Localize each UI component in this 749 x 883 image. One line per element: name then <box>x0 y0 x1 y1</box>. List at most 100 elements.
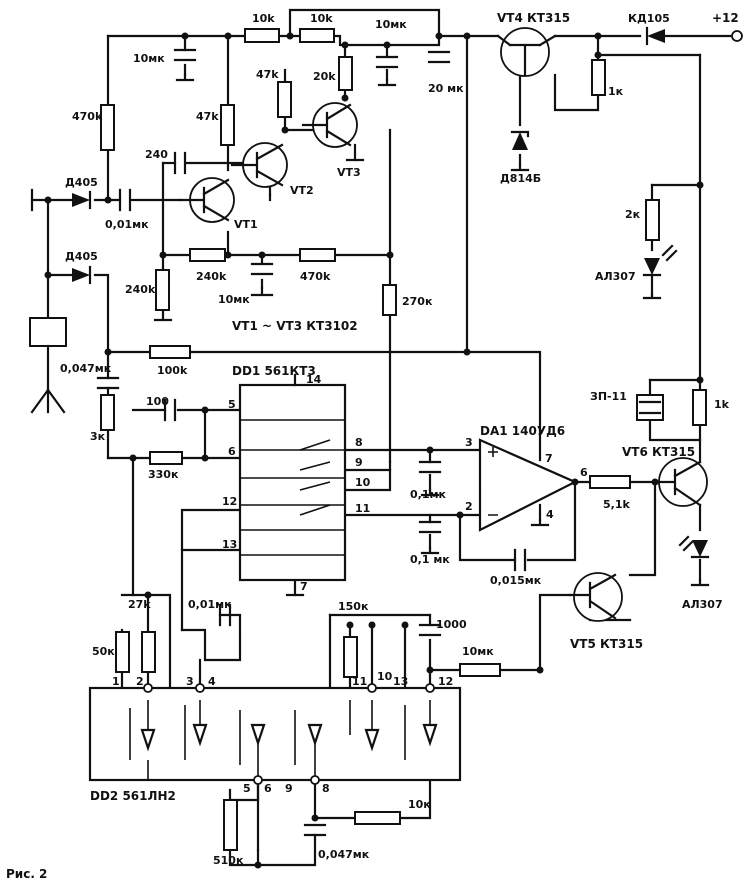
transistor-vt3 <box>301 102 358 148</box>
zener-d814b <box>512 132 528 150</box>
resistor-50k <box>115 631 130 673</box>
da1-pin: 4 <box>546 508 554 521</box>
resistor-1k-top <box>591 59 606 96</box>
cap-10mk-bias <box>250 262 274 276</box>
label-20k: 20k <box>313 70 336 83</box>
diodes <box>72 26 710 559</box>
dd1-pin: 5 <box>228 398 236 411</box>
label-0-1mk-b: 0,1 мк <box>410 553 450 566</box>
da1-pin: 2 <box>465 500 473 513</box>
dd2-pin: 2 <box>136 675 144 688</box>
transistors <box>178 27 708 622</box>
label-0-01mk-dd2: 0,01мк <box>188 598 232 611</box>
cap-1000 <box>418 623 442 637</box>
label-1000: 1000 <box>436 618 467 631</box>
resistor-270k <box>382 284 397 316</box>
label-d405-bottom: Д405 <box>65 250 98 263</box>
da1-pin: 7 <box>545 452 553 465</box>
label-0-1mk-a: 0,1мк <box>410 488 446 501</box>
label-zp11: ЗП-11 <box>590 390 627 403</box>
label-47k-b: 47k <box>256 68 279 81</box>
antenna <box>30 344 66 414</box>
label-d814b: Д814Б <box>500 172 541 185</box>
cap-10mk-left <box>173 48 197 62</box>
label-5-1k: 5,1k <box>603 498 630 511</box>
junctions <box>44 32 704 869</box>
label-vt1: VT1 <box>234 218 258 231</box>
diode-d405-bottom <box>72 268 90 282</box>
cap-10mk-right <box>375 55 399 69</box>
dd2-pin: 1 <box>112 675 120 688</box>
label-0-047mk-bottom: 0,047мк <box>318 848 370 861</box>
transistor-vt1 <box>178 177 235 223</box>
label-vt5: VT5 КТ315 <box>570 637 643 651</box>
da1-pin: 6 <box>580 466 588 479</box>
dd1-pin: 13 <box>222 538 237 551</box>
resistor-20k <box>338 56 353 91</box>
label-vt6: VT6 КТ315 <box>622 445 695 459</box>
label-da1: DA1 140УД6 <box>480 424 565 438</box>
label-0-015mk: 0,015мк <box>490 574 542 587</box>
label-d405-top: Д405 <box>65 176 98 189</box>
dd2-pin: 10 <box>377 670 393 683</box>
relay-coil <box>29 317 67 347</box>
dd2-pin: 12 <box>438 675 453 688</box>
cap-0-01mk-input <box>118 188 132 212</box>
resistor-330k <box>149 451 183 465</box>
cap-0-047mk-left <box>96 376 120 390</box>
resistor-5-1k <box>589 475 631 489</box>
resistor-510k <box>223 799 238 851</box>
dd1-pin: 6 <box>228 445 236 458</box>
dd1-pin: 8 <box>355 436 363 449</box>
dd2-pin: 11 <box>352 675 367 688</box>
resistor-10k-bottom <box>354 811 401 825</box>
dd2-pin: 8 <box>322 782 330 795</box>
misc-parts <box>29 30 743 421</box>
capacitors <box>96 48 527 837</box>
resistor-47k-left <box>220 104 235 146</box>
label-150k: 150к <box>338 600 369 613</box>
label-470k-bias: 470k <box>300 270 331 283</box>
dd1-chip <box>238 373 347 582</box>
resistor-240k-v <box>155 269 170 311</box>
label-270k: 270к <box>402 295 433 308</box>
dd2-pin: 13 <box>393 675 408 688</box>
dd1-pin: 10 <box>355 476 371 489</box>
label-0-01mk: 0,01мк <box>105 218 149 231</box>
dd1-pin: 9 <box>355 456 363 469</box>
dd2-pin: 9 <box>285 782 293 795</box>
resistor-27k <box>141 631 156 673</box>
label-al307-top: АЛ307 <box>595 270 636 283</box>
buzzer-zp11 <box>636 394 664 421</box>
label-dd1: DD1 561КТ3 <box>232 364 316 378</box>
label-27k: 27k <box>128 598 151 611</box>
cap-20mk <box>427 50 451 64</box>
label-2k: 2к <box>625 208 641 221</box>
label-330k: 330к <box>148 468 179 481</box>
resistor-3k <box>100 394 115 431</box>
label-10mk-series: 10мк <box>462 645 494 658</box>
transistor-vt5 <box>568 572 623 622</box>
supply-label: +12 <box>712 11 739 25</box>
label-10k-a: 10k <box>252 12 275 25</box>
label-10mk-1: 10мк <box>133 52 165 65</box>
cap-0-1mk-a <box>418 460 442 474</box>
label-10k-b: 10k <box>310 12 333 25</box>
resistor-2k <box>645 199 660 241</box>
resistor-150k <box>343 636 358 678</box>
label-10mk-2: 10мк <box>375 18 407 31</box>
labels: +12 10k 10k 10мк 10мк 10мк 47k 47k 20k 2… <box>6 11 739 881</box>
diode-d405-top <box>72 192 90 208</box>
transistor-vt2 <box>230 142 288 188</box>
cap-0-01mk-dd2 <box>218 603 232 627</box>
resistor-100k <box>149 345 191 359</box>
dd2-pin: 5 <box>243 782 251 795</box>
label-vt2: VT2 <box>290 184 314 197</box>
label-47k-a: 47k <box>196 110 219 123</box>
label-50k: 50к <box>92 645 115 658</box>
cap-100 <box>163 398 177 422</box>
led-al307-top <box>644 258 660 275</box>
cap-0-047mk-bottom <box>303 823 327 837</box>
label-10mk-3: 10мк <box>218 293 250 306</box>
